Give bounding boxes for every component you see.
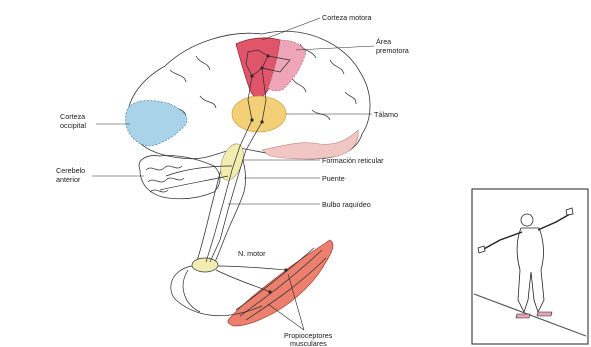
- cerebellum-folds: [146, 166, 184, 192]
- label-motor-nerve: N. motor: [238, 249, 266, 258]
- label-pons: Puente: [322, 174, 345, 183]
- label-premotor-area-1: Área: [376, 37, 391, 46]
- label-anterior-cerebellum-2: anterior: [56, 175, 81, 184]
- label-proprioceptors-2: musculares: [290, 339, 327, 347]
- label-motor-cortex: Corteza motora: [322, 13, 372, 22]
- label-reticular-formation: Formación reticular: [322, 156, 384, 165]
- label-thalamus: Tálamo: [374, 110, 398, 119]
- balance-figure-inset: [472, 189, 588, 344]
- label-anterior-cerebellum-1: Cerebelo: [56, 166, 85, 175]
- temporal-lobe: [262, 130, 358, 159]
- cerebellum: [139, 155, 220, 198]
- neural-pathways: [160, 50, 290, 316]
- occipital-cortex-region: [126, 101, 187, 146]
- spinal-cord-section: [192, 258, 218, 272]
- figure-head: [521, 214, 533, 226]
- label-premotor-area-2: premotora: [376, 46, 409, 55]
- label-occipital-cortex-2: occipital: [60, 121, 86, 130]
- label-medulla: Bulbo raquídeo: [322, 200, 371, 209]
- label-occipital-cortex-1: Corteza: [60, 112, 85, 121]
